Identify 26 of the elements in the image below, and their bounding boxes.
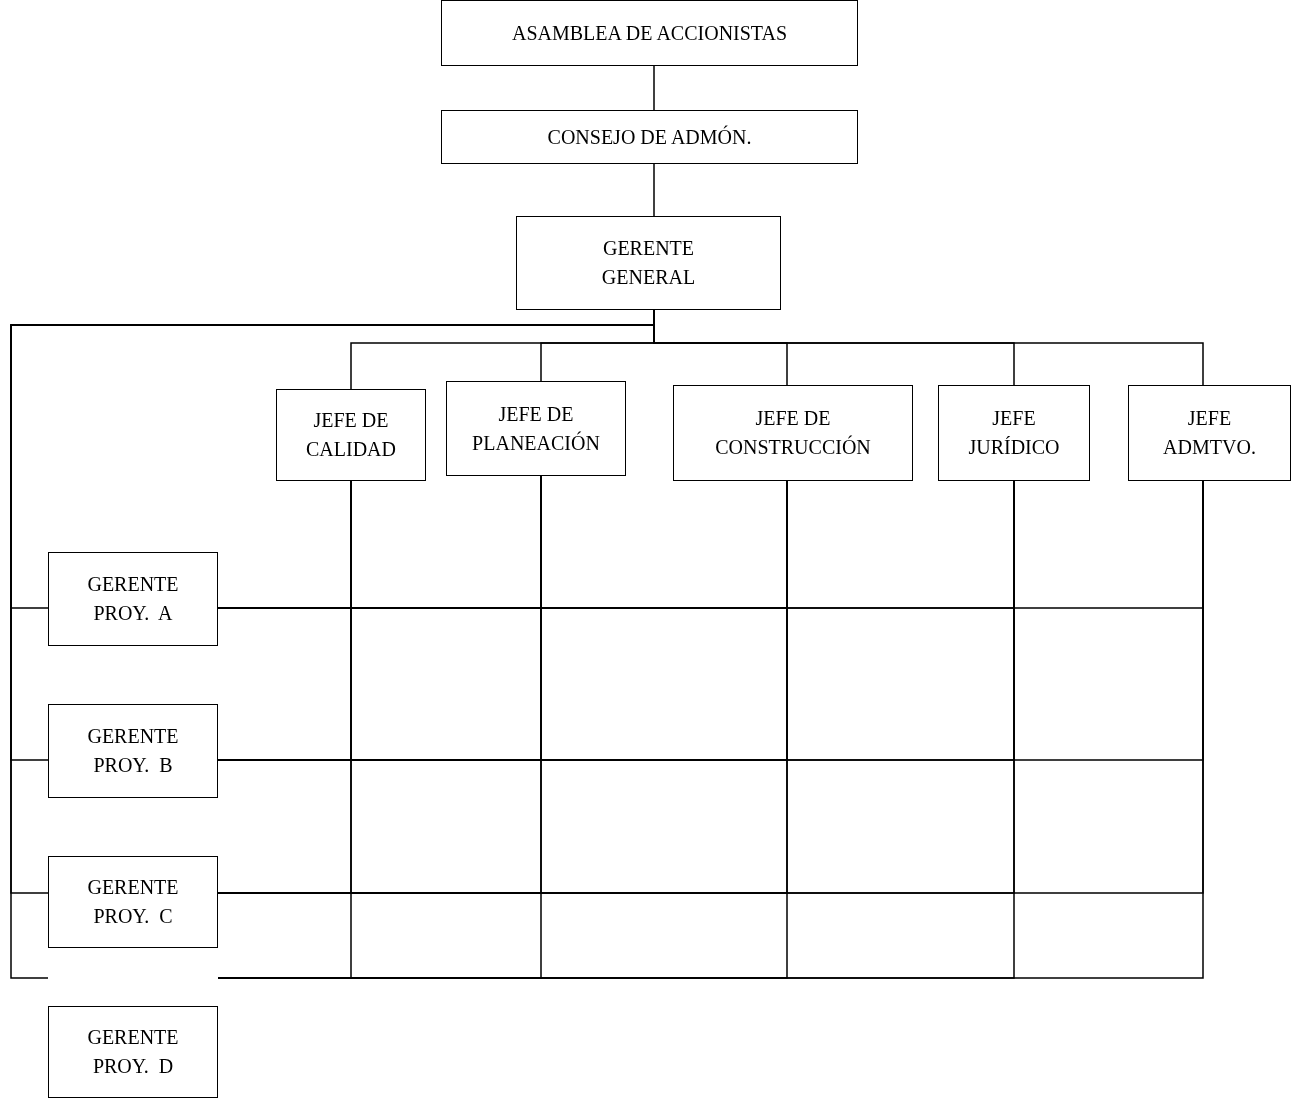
box-label: GERENTE PROY. C <box>86 875 180 929</box>
box-label: GERENTE GENERAL <box>600 236 697 290</box>
connector-line <box>653 65 655 111</box>
box-label: JEFE DE CALIDAD <box>305 408 397 462</box>
org-box <box>48 704 218 798</box>
org-box <box>441 110 858 164</box>
org-box <box>48 1006 218 1098</box>
org-box <box>938 385 1090 481</box>
box-label: GERENTE PROY. A <box>86 572 180 626</box>
connector-line <box>653 163 655 217</box>
box-label: JEFE ADMTVO. <box>1162 406 1257 460</box>
org-box <box>48 856 218 948</box>
box-label: ASAMBLEA DE ACCIONISTAS <box>511 20 788 46</box>
org-box <box>1128 385 1291 481</box>
org-box <box>516 216 781 310</box>
org-box <box>441 0 858 66</box>
box-label: JEFE DE CONSTRUCCIÓN <box>714 406 872 460</box>
box-label: CONSEJO DE ADMÓN. <box>547 124 752 150</box>
box-label: GERENTE PROY. B <box>86 724 180 778</box>
box-label: JEFE JURÍDICO <box>967 406 1061 460</box>
org-box <box>48 552 218 646</box>
org-box <box>673 385 913 481</box>
org-box <box>446 381 626 476</box>
box-label: JEFE DE PLANEACIÓN <box>471 401 601 456</box>
box-label: GERENTE PROY. D <box>86 1025 180 1079</box>
org-box <box>276 389 426 481</box>
